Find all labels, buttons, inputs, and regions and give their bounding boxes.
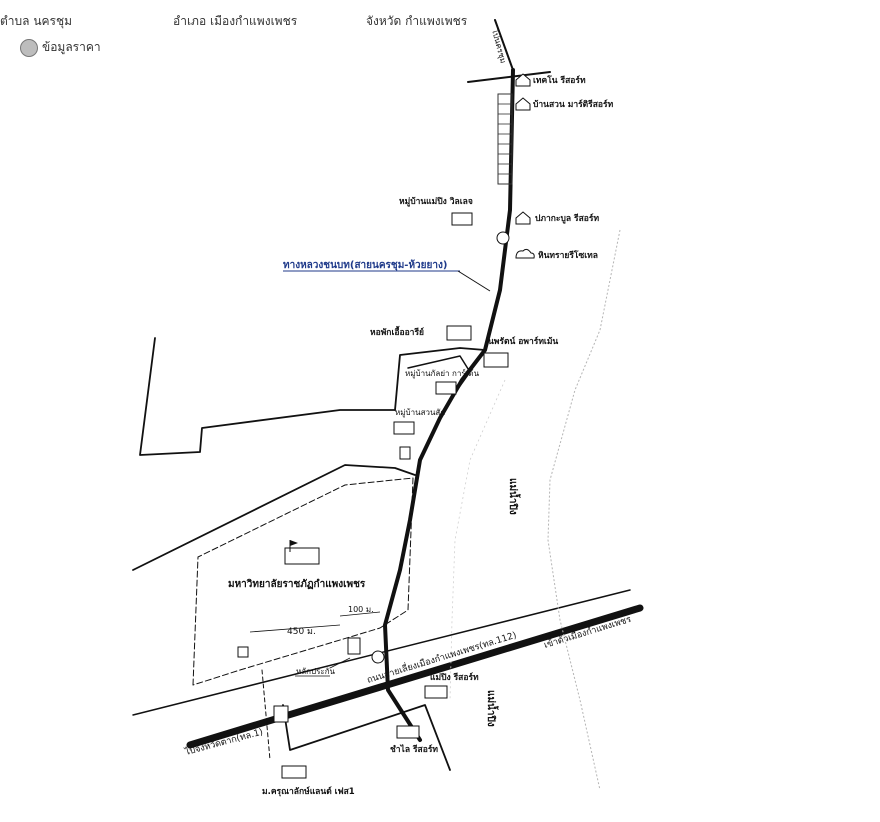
to-nakhonchum-road bbox=[494, 19, 514, 71]
traffic-light-icon bbox=[273, 705, 289, 723]
north-cross-road bbox=[467, 71, 551, 83]
village-icon bbox=[451, 212, 473, 226]
flag-icon bbox=[237, 646, 249, 658]
market-building bbox=[497, 93, 513, 185]
dist-100-line bbox=[339, 611, 381, 617]
label-maeping-resort: แม่ปิง รีสอร์ท bbox=[430, 672, 479, 683]
header-province: จังหวัด กำแพงเพชร bbox=[366, 14, 468, 28]
label-baansuan-resort: บ้านสวน มาร์ติรีสอร์ท bbox=[533, 99, 614, 110]
lower-road-left bbox=[282, 704, 451, 771]
label-village-suansak: หมู่บ้านสวนสัก bbox=[395, 408, 445, 418]
branch-road bbox=[394, 347, 486, 411]
apartment-icon bbox=[483, 352, 509, 368]
lower-road-right bbox=[261, 669, 271, 761]
label-apartment: นพรัตน์ อพาร์ทเม้น bbox=[488, 336, 558, 347]
header-subdistrict: ตำบล นครชุม bbox=[0, 14, 73, 28]
label-river-upper: แม่น้ำปิง bbox=[507, 478, 521, 515]
university-boundary bbox=[192, 477, 414, 686]
label-city-pillar: หลักประกัน bbox=[296, 667, 336, 676]
label-river-lower: แม่น้ำปิง bbox=[485, 690, 499, 727]
flag-pennant-icon bbox=[290, 540, 298, 546]
village-icon bbox=[393, 421, 415, 435]
pillar-pointer bbox=[329, 657, 351, 669]
university-road bbox=[132, 464, 416, 571]
label-dorm-areerat: หอพักเอื้ออารีย์ bbox=[370, 325, 424, 338]
cloud-icon bbox=[515, 248, 535, 259]
label-hinsai-resort: หินทรายรีโซเทล bbox=[538, 250, 598, 261]
label-technology-resort: เทคโน รีสอร์ท bbox=[533, 75, 586, 86]
market-building-lines bbox=[498, 103, 512, 175]
house-icon bbox=[515, 73, 531, 87]
label-pakka-resort: ปภากะบูล รีสอร์ท bbox=[535, 213, 599, 224]
river-bank-east bbox=[547, 229, 621, 791]
west-boundary-line bbox=[139, 337, 396, 456]
house-icon bbox=[515, 211, 531, 225]
village-icon bbox=[435, 381, 457, 395]
pillar-icon bbox=[347, 637, 361, 655]
header-district: อำเภอ เมืองกำแพงเพชร bbox=[173, 14, 298, 28]
resort-icon bbox=[396, 725, 420, 739]
label-dist-100: 100 ม. bbox=[348, 605, 374, 614]
legend: ข้อมูลราคา bbox=[20, 38, 101, 57]
info-icon bbox=[496, 231, 510, 245]
dorm-icon bbox=[446, 325, 472, 341]
river-bank-west bbox=[449, 379, 506, 701]
village-icon bbox=[281, 765, 307, 779]
legend-label: ข้อมูลราคา bbox=[42, 40, 101, 54]
label-village-kasikorn: หมู่บ้านกัลย่า การ์เด้น bbox=[405, 368, 480, 379]
info-icon bbox=[371, 650, 385, 664]
branch-road-inner bbox=[407, 355, 471, 401]
university-building-icon bbox=[284, 547, 320, 565]
bypass-highway bbox=[186, 604, 644, 749]
rural-road-pointer bbox=[457, 270, 491, 292]
house-icon bbox=[515, 97, 531, 111]
main-road bbox=[383, 68, 515, 742]
dist-450-line bbox=[249, 624, 341, 633]
label-university: มหาวิทยาลัยราชภัฏกำแพงเพชร bbox=[228, 578, 366, 590]
flag-icon bbox=[399, 446, 411, 460]
label-chalai-resort: ชำไล รีสอร์ท bbox=[390, 744, 438, 755]
legend-marker-icon bbox=[20, 38, 38, 57]
label-village-maeping: หมู่บ้านแม่ปิง วิลเลจ bbox=[399, 196, 473, 207]
label-village-krunarak: ม.ครุณาลักษ์แลนด์ เฟส1 bbox=[262, 786, 355, 797]
label-dist-450: 450 ม. bbox=[287, 627, 316, 637]
label-rural-road: ทางหลวงชนบท(สายนครชุม-ห้วยยาง) bbox=[283, 259, 447, 271]
resort-icon bbox=[424, 685, 448, 699]
